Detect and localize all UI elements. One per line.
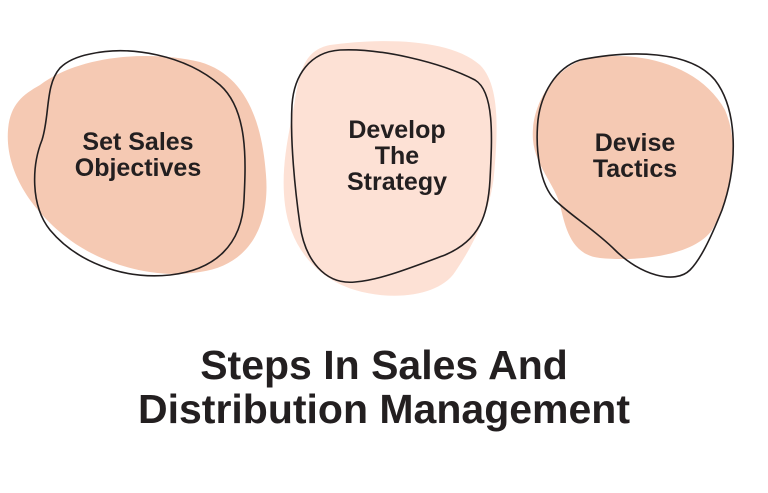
step-1-label-line2: Objectives xyxy=(74,154,202,182)
diagram-title: Steps In Sales And Distribution Manageme… xyxy=(0,343,768,431)
step-3-fill-blob xyxy=(532,55,734,260)
step-2-label-line1: Develop xyxy=(348,116,446,144)
step-1-label-line1: Set Sales xyxy=(82,128,194,156)
title-line1: Steps In Sales And xyxy=(200,342,568,388)
step-2-fill-blob xyxy=(283,41,497,296)
step-2-outline xyxy=(290,49,493,283)
step-2-label-line3: Strategy xyxy=(346,168,448,196)
step-3-label-line1: Devise xyxy=(594,129,676,157)
step-3-outline xyxy=(536,53,734,278)
step-1-fill-blob xyxy=(7,55,267,274)
step-1-label: Set Sales Objectives xyxy=(48,129,228,181)
title-line2: Distribution Management xyxy=(137,386,631,432)
step-3-label: Devise Tactics xyxy=(545,130,725,182)
step-2-label-line2: The xyxy=(374,142,420,170)
step-3-label-line2: Tactics xyxy=(592,155,678,183)
step-1-outline xyxy=(33,50,246,277)
step-2-label: Develop The Strategy xyxy=(307,117,487,195)
